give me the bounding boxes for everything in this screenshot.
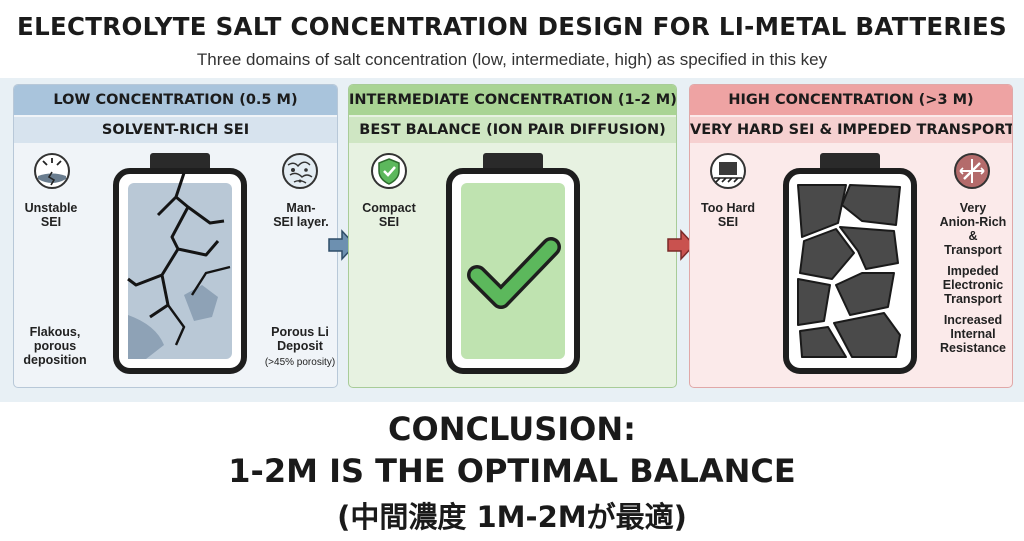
- fragmented-battery-icon: [783, 153, 917, 374]
- header: ELECTROLYTE SALT CONCENTRATION DESIGN FO…: [0, 0, 1024, 80]
- panel-header: LOW CONCENTRATION (0.5 M): [14, 85, 337, 115]
- shield-check-icon: [371, 153, 407, 189]
- panel-header: HIGH CONCENTRATION (>3 M): [690, 85, 1012, 115]
- label-porosity-note: (>45% porosity): [264, 357, 336, 368]
- hard-block-icon: [710, 153, 746, 189]
- page-subtitle: Three domains of salt concentration (low…: [196, 50, 828, 69]
- porous-sphere-icon: [282, 153, 318, 189]
- panel-subheader: BEST BALANCE (ION PAIR DIFFUSION): [349, 117, 676, 143]
- conclusion: CONCLUSION: 1-2M IS THE OPTIMAL BALANCE …: [0, 402, 1024, 541]
- conclusion-japanese: (中間濃度 1M-2Mが最適): [337, 500, 687, 534]
- label-man-sei-layer: Man-SEI layer.: [273, 201, 329, 229]
- page-title: ELECTROLYTE SALT CONCENTRATION DESIGN FO…: [17, 12, 1007, 41]
- conclusion-statement: 1-2M IS THE OPTIMAL BALANCE: [228, 452, 796, 490]
- label-high-effects: Very Anion-Rich & Transport Impeded Elec…: [939, 201, 1007, 355]
- healthy-battery-icon: [446, 153, 580, 374]
- cracked-battery-icon: [113, 153, 247, 374]
- panel-subheader: SOLVENT-RICH SEI: [14, 117, 337, 143]
- panel-low-concentration: LOW CONCENTRATION (0.5 M) SOLVENT-RICH S…: [13, 84, 338, 388]
- panel-intermediate-concentration: INTERMEDIATE CONCENTRATION (1-2 M) BEST …: [348, 84, 677, 388]
- impeded-transport-icon: [954, 153, 990, 189]
- panel-subheader: VERY HARD SEI & IMPEDED TRANSPORT: [690, 117, 1012, 143]
- panel-high-concentration: HIGH CONCENTRATION (>3 M) VERY HARD SEI …: [689, 84, 1013, 388]
- arrow-mid-to-high-icon: [667, 229, 696, 261]
- cracked-sei-icon: [34, 153, 70, 189]
- conclusion-heading: CONCLUSION:: [388, 410, 636, 448]
- panel-header: INTERMEDIATE CONCENTRATION (1-2 M): [349, 85, 676, 115]
